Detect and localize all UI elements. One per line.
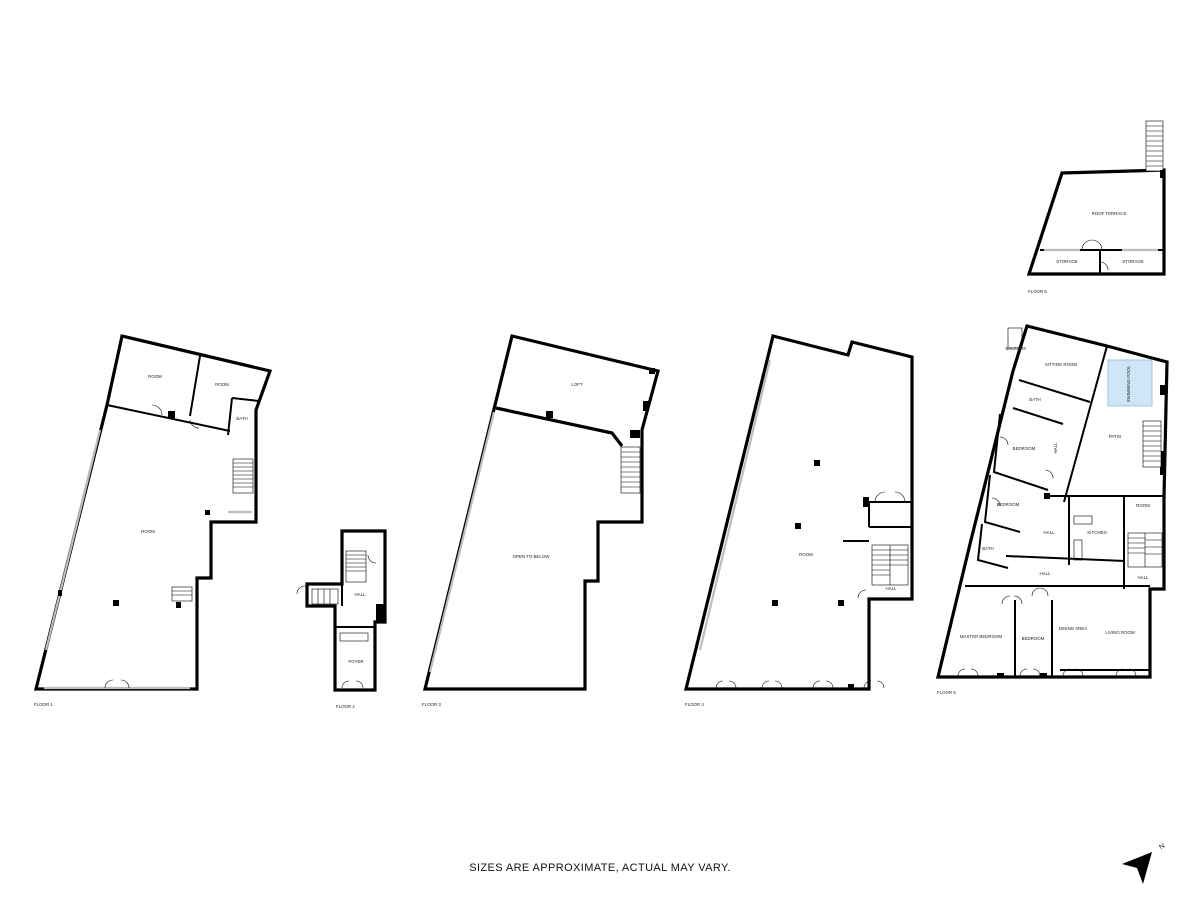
floor-5-living-room-label: LIVING ROOM [1105,630,1135,635]
floor-5-bath-label: BATH [1029,397,1040,402]
floor-5-patio-label: PATIO [1109,434,1122,439]
swimming-pool [1107,359,1153,407]
floor-5-balcony-label: BALCONY [1006,346,1027,351]
floor-1-label: FLOOR 1 [34,702,53,707]
floor-5-plan: BALCONY SITTING ROOM SWIMMING POOL BATH … [935,324,1169,695]
floor-4-hall-label: HALL [886,586,898,591]
floor-5-bath-label: BATH [982,546,993,551]
floor-3-plan: LOFT OPEN TO BELOW FLOOR 3 [422,334,660,707]
floor-6-label: FLOOR 6 [1028,289,1047,294]
floor-5-hall-label: HALL [1053,442,1058,454]
floor-5-sitting-room-label: SITTING ROOM [1045,362,1078,367]
floor-1-room-label: ROOM [141,529,155,534]
floor-4-label: FLOOR 4 [685,702,704,707]
floor-1-bath-label: BATH [236,416,247,421]
floor-2-foyer-label: FOYER [348,659,363,664]
disclaimer-text: SIZES ARE APPROXIMATE, ACTUAL MAY VARY. [469,862,731,874]
floor-5-bedroom-label: BEDROOM [1022,636,1045,641]
floor-3-label: FLOOR 3 [422,702,441,707]
floor-6-roof-terrace-label: ROOF TERRACE [1092,211,1127,216]
floor-5-hall-label: HALL [1040,571,1052,576]
floor-1-room-label: ROOM [148,374,162,379]
floor-5-room-label: ROOM [1136,503,1150,508]
floor-5-dining-area-label: DINING AREA [1059,626,1087,631]
floor-1-room-label: ROOM [215,382,229,387]
floor-5-hall-label: HALL [1138,575,1150,580]
floor-1-plan: ROOM ROOM BATH ROOM FLOOR 1 [33,334,273,707]
floor-5-bedroom-label: BEDROOM [997,502,1020,507]
floor-3-loft-label: LOFT [571,382,583,387]
floor-4-plan: ROOM HALL FLOOR 4 [683,334,914,707]
floor-5-hall-label: HALL [1044,530,1056,535]
floor-3-open-to-below-label: OPEN TO BELOW [513,554,551,559]
floor-2-hall-label: HALL [355,592,367,597]
floor-5-kitchen-label: KITCHEN [1087,530,1106,535]
floor-4-room-label: ROOM [799,552,813,557]
north-arrow-icon: N [1122,843,1166,884]
floor-6-plan: ROOF TERRACE STORAGE STORAGE FLOOR 6 [1026,120,1166,294]
floor-5-label: FLOOR 5 [937,690,956,695]
floor-6-storage-label: STORAGE [1056,259,1077,264]
floor-5-swimming-pool-label: SWIMMING POOL [1126,365,1131,402]
floor-5-bedroom-label: BEDROOM [1013,446,1036,451]
floor-6-storage-label: STORAGE [1122,259,1143,264]
floor-2-label: FLOOR 2 [336,704,355,709]
floor-2-plan: HALL FOYER FLOOR 2 [296,529,387,709]
floor-5-master-bedroom-label: MASTER BEDROOM [960,634,1003,639]
compass-north-label: N [1158,843,1166,852]
